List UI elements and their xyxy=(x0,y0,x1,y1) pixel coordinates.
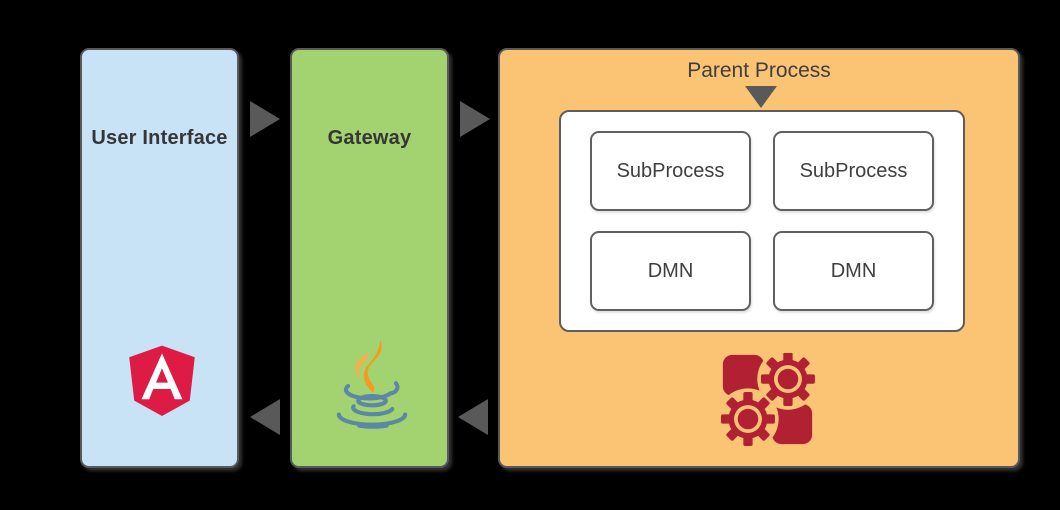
arrow-left-gateway-to-ui-icon xyxy=(250,399,280,435)
parent-process-label: Parent Process xyxy=(687,59,831,82)
node-parent-process: Parent Process SubProcess SubProcess DMN… xyxy=(498,48,1020,468)
arrow-down-icon xyxy=(745,86,777,108)
node-user-interface: User Interface xyxy=(80,48,239,468)
arrow-right-gateway-to-parent-icon xyxy=(460,101,490,137)
gateway-label: Gateway xyxy=(327,127,412,149)
arrow-right-ui-to-gateway-icon xyxy=(250,101,280,137)
angular-logo-icon xyxy=(118,333,206,431)
gears-logo-icon xyxy=(720,353,815,446)
dmn-box-1: DMN xyxy=(590,231,751,311)
subprocess-box-1: SubProcess xyxy=(590,131,751,211)
process-panel: SubProcess SubProcess DMN DMN xyxy=(559,110,965,332)
node-gateway: Gateway xyxy=(290,48,449,468)
java-logo-icon xyxy=(326,337,418,435)
subprocess-box-2: SubProcess xyxy=(773,131,934,211)
arrow-left-parent-to-gateway-icon xyxy=(458,399,488,435)
dmn-box-2: DMN xyxy=(773,231,934,311)
user-interface-label: User Interface xyxy=(91,127,228,149)
